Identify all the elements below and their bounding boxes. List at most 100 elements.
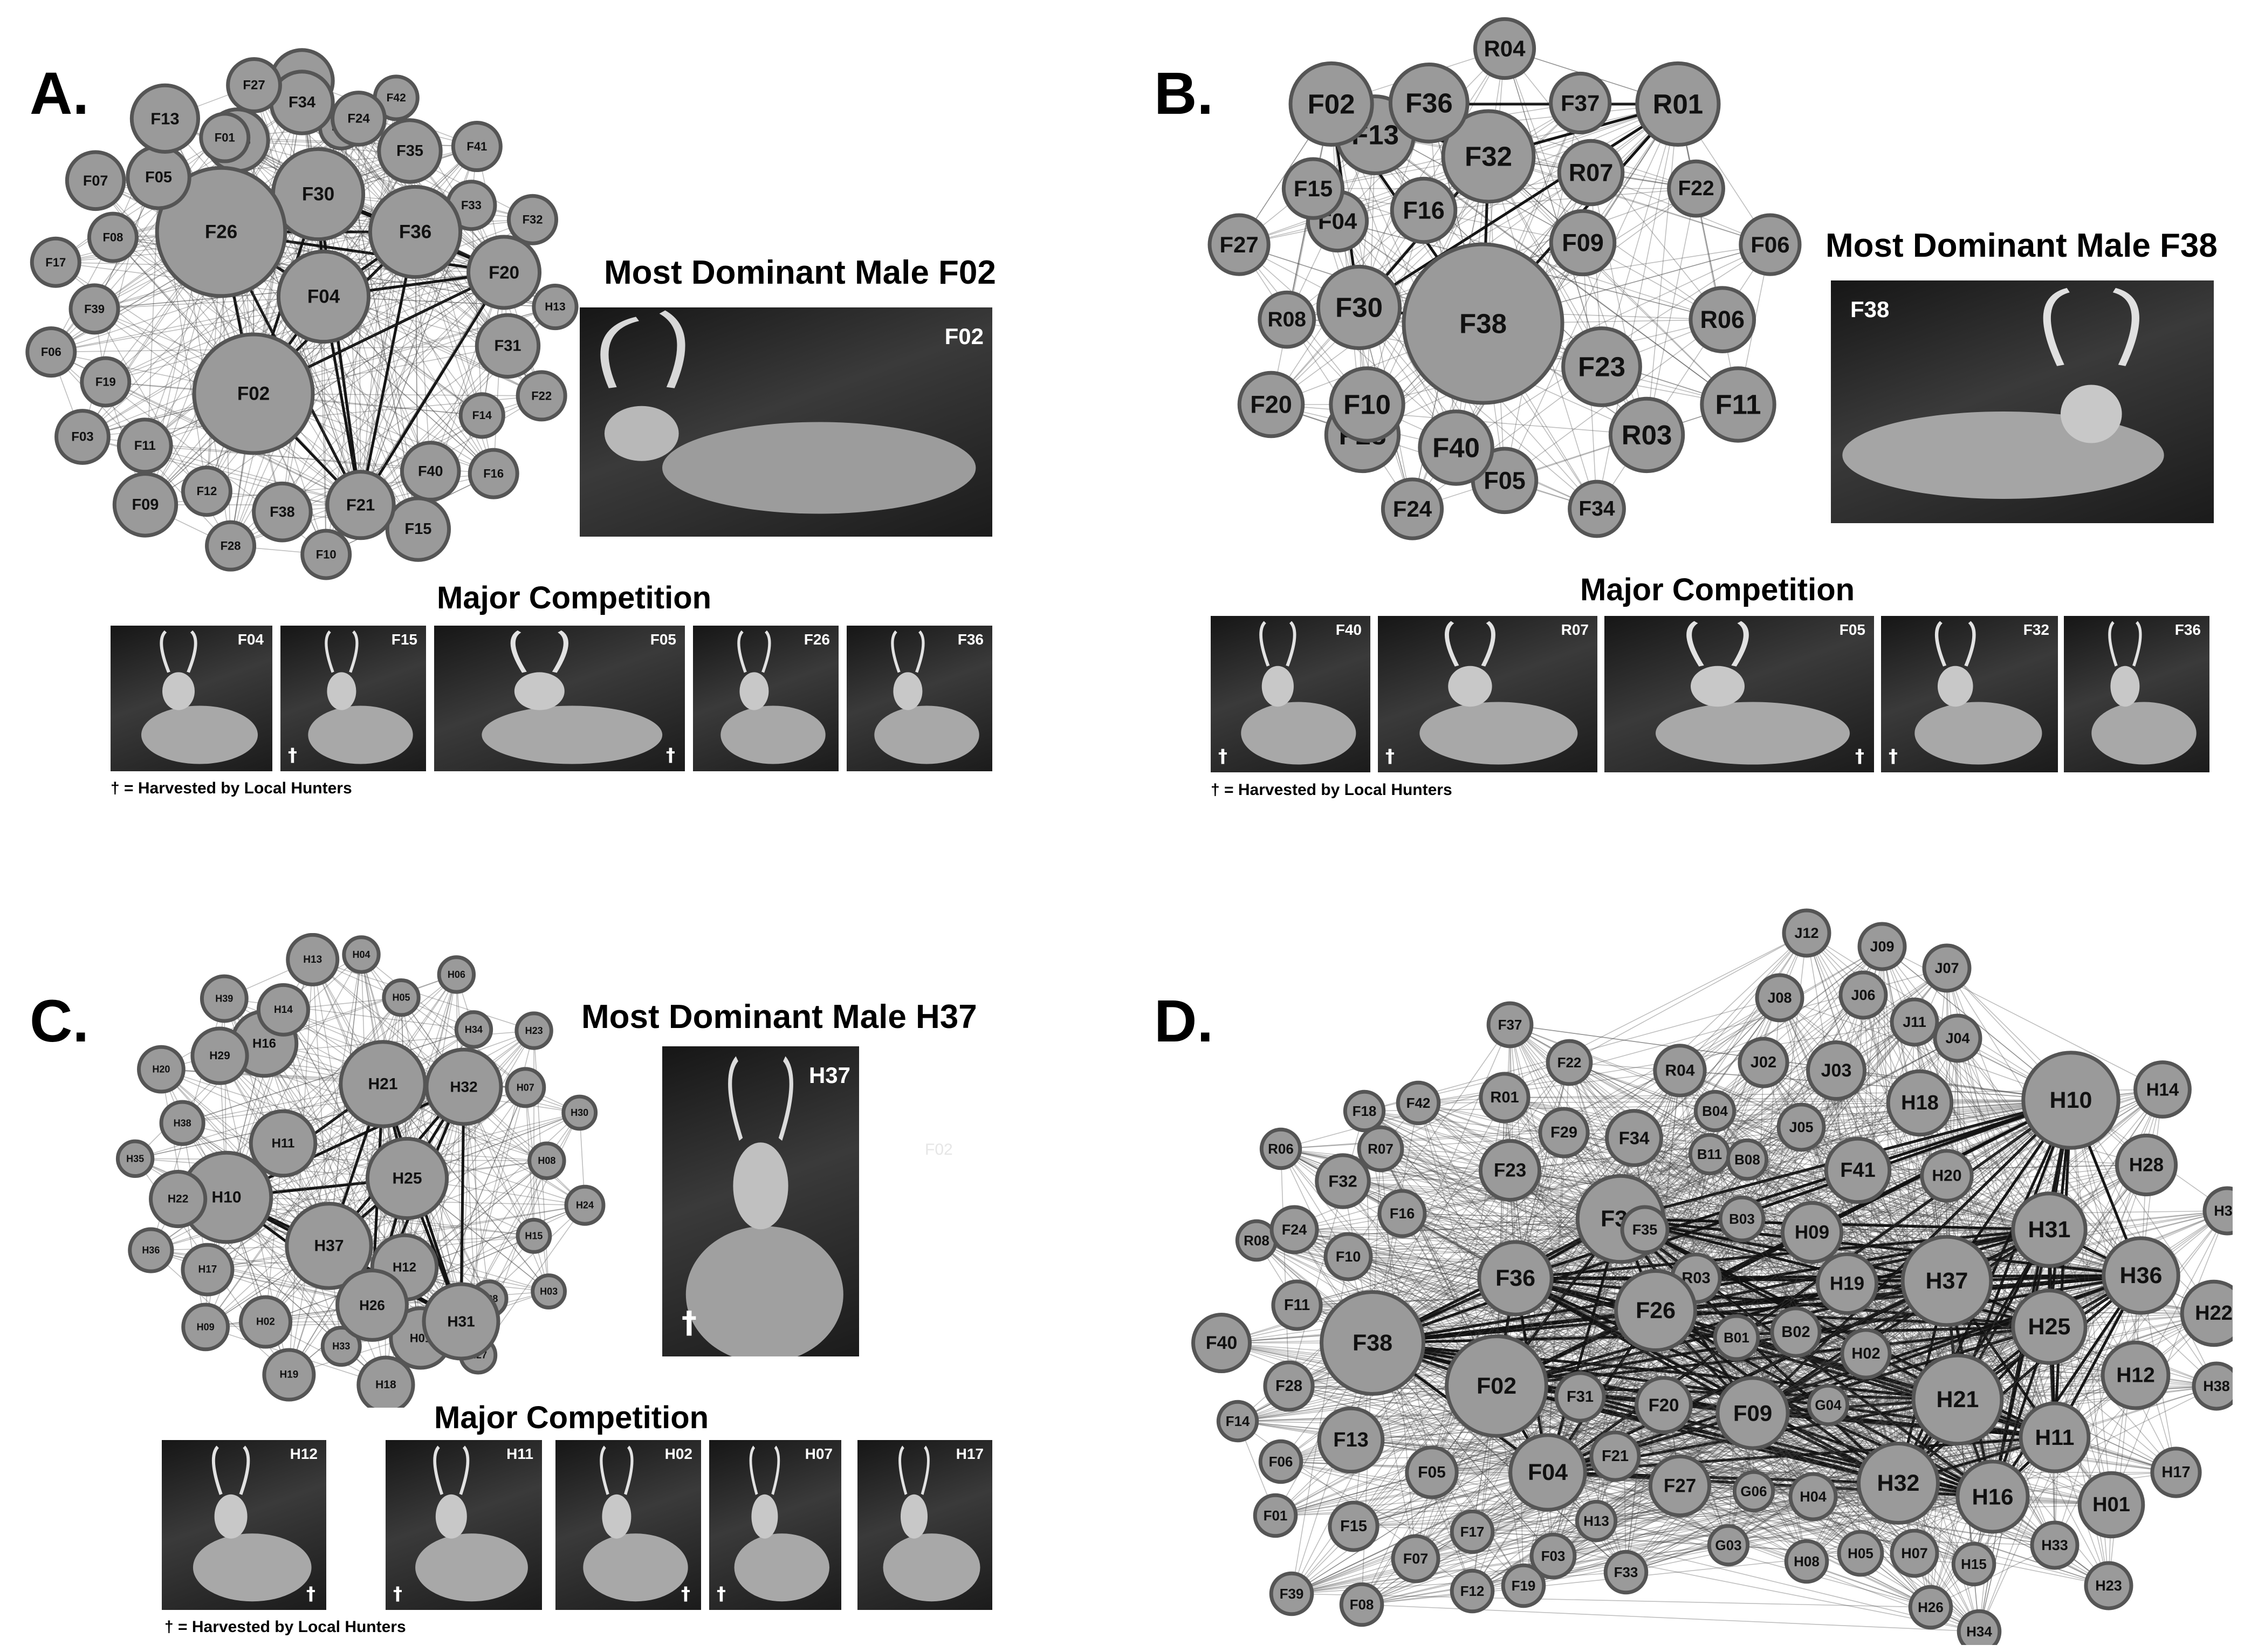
node-circle <box>159 1100 205 1146</box>
node-circle <box>1589 1430 1641 1482</box>
node-label: G04 <box>1815 1397 1842 1413</box>
network-edge <box>1620 1218 1680 1486</box>
network-edge <box>1275 1472 1432 1516</box>
panel-d-letter: D. <box>1154 988 1213 1054</box>
node-g03: G03 <box>1707 1524 1750 1567</box>
network-edge <box>1515 995 1864 1279</box>
node-circle <box>1908 1585 1953 1630</box>
node-circle <box>475 313 541 379</box>
network-edge <box>1431 1280 1947 1473</box>
node-label: H04 <box>1800 1489 1827 1505</box>
node-f11: F11 <box>1271 1279 1323 1331</box>
node-label: J11 <box>1903 1014 1926 1030</box>
network-edge <box>1342 1181 1621 1219</box>
network-edge <box>1372 1175 1947 1343</box>
network-edge <box>1348 1218 1621 1257</box>
node-circle <box>1501 1563 1546 1608</box>
node-circle <box>335 1269 409 1342</box>
node-circle <box>422 1282 500 1361</box>
node-j07: J07 <box>1922 943 1972 993</box>
node-h18: H18 <box>356 1355 415 1408</box>
network-edge <box>282 194 319 512</box>
node-f40: F40 <box>1418 409 1494 486</box>
node-j04: J04 <box>1933 1013 1982 1063</box>
node-circle <box>1614 1269 1697 1352</box>
network-edge <box>1753 1229 2050 1492</box>
node-circle <box>1605 1109 1663 1167</box>
network-edge <box>1380 1148 1753 1414</box>
node-j06: J06 <box>1838 970 1888 1020</box>
network-edge <box>317 194 362 505</box>
harvested-mark: † <box>666 744 675 766</box>
node-circle <box>1557 139 1625 207</box>
network-edge <box>1291 1472 1548 1594</box>
node-label: H36 <box>2120 1263 2163 1288</box>
node-label: F06 <box>1751 232 1789 257</box>
node-f36: F36 <box>1477 1240 1554 1317</box>
network-edge <box>1353 1326 2050 1527</box>
node-h17: H17 <box>2150 1447 2202 1498</box>
competitor-tag: H17 <box>956 1445 984 1462</box>
node-circle <box>65 150 126 211</box>
node-label: B03 <box>1729 1211 1755 1227</box>
competitor-photo-h11: H11† <box>386 1440 542 1610</box>
network-edge <box>1348 1024 1511 1257</box>
node-label: H13 <box>303 954 322 965</box>
competitor-photo-f32: F32† <box>1881 616 2058 772</box>
network-edge <box>1515 1278 2109 1586</box>
network-edge <box>105 231 416 382</box>
node-f01: F01 <box>199 112 251 163</box>
node-label: F01 <box>1264 1507 1288 1524</box>
competitor-photo-r07: R07† <box>1378 616 1597 772</box>
node-circle <box>2115 1133 2178 1197</box>
node-f02: F02 <box>192 332 315 455</box>
node-label: F42 <box>1406 1095 1431 1111</box>
network-edge <box>2054 1210 2228 1438</box>
node-label: H08 <box>1794 1553 1820 1569</box>
node-h15: H15 <box>1951 1541 1996 1587</box>
node-label: H22 <box>2195 1302 2233 1325</box>
network-edge <box>1280 1461 1861 1554</box>
competitor-photo-h12: H12† <box>162 1440 326 1610</box>
panel-a-harvest-legend: † = Harvested by Local Hunters <box>111 779 352 797</box>
node-label: F20 <box>489 262 519 282</box>
network-edge <box>1472 1413 1753 1592</box>
node-circle <box>1957 1609 2002 1645</box>
network-edge <box>1709 1154 2050 1327</box>
node-h08: H08 <box>1784 1539 1829 1584</box>
node-circle <box>1561 326 1642 407</box>
network-edge <box>1857 1170 2142 1276</box>
harvested-mark: † <box>1218 745 1227 767</box>
network-edge <box>1646 104 1679 435</box>
network-edge <box>1291 1593 1931 1608</box>
node-h03: H03 <box>531 1273 567 1310</box>
network-edge <box>1496 968 1947 1387</box>
network-edge <box>1372 1342 1814 1497</box>
network-edge <box>1294 1229 2142 1276</box>
node-label: F22 <box>1678 177 1714 200</box>
node-r08: R08 <box>1235 1219 1278 1262</box>
panel-c-dominant-title: Most Dominant Male H37 <box>581 998 977 1036</box>
node-f26: F26 <box>1614 1269 1697 1352</box>
node-h09: H09 <box>1780 1201 1844 1264</box>
competitor-tag: F36 <box>957 631 984 648</box>
node-circle <box>2077 1471 2145 1539</box>
network-edge <box>1280 1148 1289 1387</box>
network-edge <box>1514 1277 1899 1485</box>
node-label: F41 <box>466 140 487 153</box>
node-circle <box>1689 286 1756 353</box>
competitor-tag: F05 <box>650 631 676 648</box>
node-label: F28 <box>221 539 241 553</box>
network-edge <box>1946 1175 2055 1438</box>
network-edge <box>1372 933 1807 1343</box>
node-circle <box>1738 1037 1789 1088</box>
network-edge <box>1634 1137 1958 1400</box>
network-edge <box>1863 995 1958 1400</box>
network-edge <box>2054 1164 2147 1438</box>
node-label: H16 <box>1972 1484 2013 1510</box>
competitor-photo-f05: F05† <box>1604 616 1874 772</box>
node-circle <box>1840 1328 1892 1380</box>
node-label: F11 <box>134 438 156 453</box>
network-edge <box>1620 1175 1947 1219</box>
